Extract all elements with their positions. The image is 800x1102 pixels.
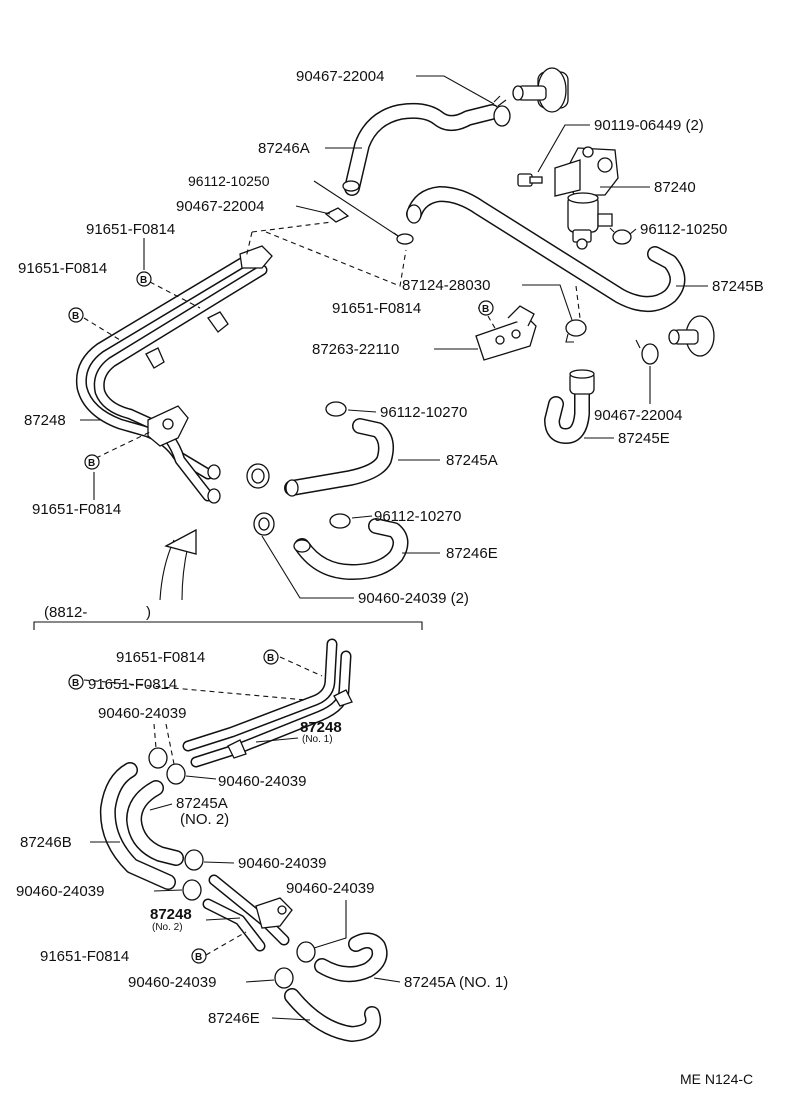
bolt-b-7 bbox=[191, 948, 207, 964]
label-87245E: 87245E bbox=[618, 430, 670, 447]
label-87246B: 87246B bbox=[20, 834, 72, 851]
clamp-90467-top bbox=[493, 95, 511, 127]
hose-87246E-upper bbox=[293, 518, 409, 580]
clamp-87124 bbox=[565, 319, 587, 343]
pipe-87248 bbox=[75, 245, 273, 504]
label-96112-10250-b: 96112-10250 bbox=[640, 221, 727, 238]
label-90460-f: 90460-24039 bbox=[128, 974, 216, 991]
label-87245A: 87245A bbox=[446, 452, 498, 469]
clamp-90460-lower-c bbox=[184, 849, 204, 871]
bolt-letter-4: B bbox=[88, 458, 95, 469]
clamp-96112-10250-right bbox=[609, 227, 632, 245]
bolt-letter-5: B bbox=[267, 653, 274, 664]
label-96112-10270-b: 96112-10270 bbox=[374, 508, 461, 525]
label-90467-mid: 90467-22004 bbox=[176, 198, 264, 215]
label-87245B: 87245B bbox=[712, 278, 764, 295]
air-valve-top bbox=[512, 67, 569, 113]
label-87248: 87248 bbox=[24, 412, 66, 429]
label-91651-a: 91651-F0814 bbox=[86, 221, 175, 238]
label-87248-no2: 87248 bbox=[150, 906, 192, 923]
bolt-90119 bbox=[517, 173, 543, 187]
clamp-90460-lower-d bbox=[182, 879, 202, 901]
clamp-90460-lower-a bbox=[148, 747, 168, 769]
pipe-87248-no2 bbox=[202, 874, 293, 952]
label-87246E: 87246E bbox=[446, 545, 498, 562]
diagram-code: ME N124-C bbox=[680, 1071, 753, 1087]
valve-87240 bbox=[554, 146, 619, 250]
hose-87245E-upper bbox=[544, 369, 595, 444]
label-87246A: 87246A bbox=[258, 140, 310, 157]
dashed-leaders-lower bbox=[83, 656, 323, 956]
leader-lines-upper bbox=[80, 75, 708, 599]
curved-arrow bbox=[159, 528, 197, 601]
hose-87245B bbox=[406, 186, 686, 312]
label-no1: (No. 1) bbox=[302, 734, 333, 745]
bolt-letter-2: B bbox=[72, 311, 79, 322]
hose-87245A-no2 bbox=[126, 780, 184, 866]
label-8812: (8812- bbox=[44, 604, 87, 621]
label-96112-10270-a: 96112-10270 bbox=[380, 404, 467, 421]
bolt-b-3 bbox=[478, 300, 494, 316]
section-bracket bbox=[33, 621, 423, 630]
bolt-b-2 bbox=[68, 307, 84, 323]
label-8812-close: ) bbox=[146, 604, 151, 621]
hose-87246A bbox=[342, 102, 500, 196]
air-valve-lower bbox=[635, 315, 715, 365]
clamp-90460-upper-a bbox=[246, 463, 270, 489]
label-90460-2: 90460-24039 (2) bbox=[358, 590, 469, 607]
clamp-96112-10270-a bbox=[325, 401, 347, 417]
dashed-leaders-upper bbox=[83, 221, 581, 459]
clamp-90460-lower-b bbox=[166, 763, 186, 785]
label-90467-top: 90467-22004 bbox=[296, 68, 384, 85]
label-91651-c: 91651-F0814 bbox=[332, 300, 421, 317]
hose-87245A bbox=[284, 418, 394, 497]
label-91651-f: 91651-F0814 bbox=[88, 676, 177, 693]
pipe-87248-no1 bbox=[182, 638, 353, 768]
bolt-b-1 bbox=[136, 271, 152, 287]
label-87263: 87263-22110 bbox=[312, 341, 399, 358]
bolt-b-5 bbox=[263, 649, 279, 665]
label-90460-b: 90460-24039 bbox=[218, 773, 306, 790]
clamp-96112-10270-b bbox=[329, 513, 351, 529]
label-87248-no1: 87248 bbox=[300, 719, 342, 736]
leader-lines-lower bbox=[90, 737, 401, 1021]
label-90460-d: 90460-24039 bbox=[286, 880, 374, 897]
label-90119: 90119-06449 (2) bbox=[594, 117, 704, 134]
label-91651-g: 91651-F0814 bbox=[40, 948, 129, 965]
label-87245A-no1: 87245A (NO. 1) bbox=[404, 974, 508, 991]
label-96112-10250-a: 96112-10250 bbox=[188, 173, 270, 189]
bolt-letter-6: B bbox=[72, 678, 79, 689]
label-87246E-b: 87246E bbox=[208, 1010, 260, 1027]
label-90460-c: 90460-24039 bbox=[238, 855, 326, 872]
bracket-87263 bbox=[475, 305, 537, 361]
hose-87246B bbox=[99, 762, 176, 890]
label-91651-b: 91651-F0814 bbox=[18, 260, 107, 277]
label-90460-a: 90460-24039 bbox=[98, 705, 186, 722]
bolt-letter-3: B bbox=[482, 304, 489, 315]
label-91651-d: 91651-F0814 bbox=[32, 501, 121, 518]
label-no2-small: (No. 2) bbox=[152, 922, 183, 933]
bolt-letter-1: B bbox=[140, 275, 147, 286]
label-91651-e: 91651-F0814 bbox=[116, 649, 205, 666]
bolt-letter-7: B bbox=[195, 952, 202, 963]
clamp-90460-lower-e bbox=[296, 941, 316, 963]
hose-87245A-no1 bbox=[314, 932, 388, 983]
label-87245A-no2: 87245A bbox=[176, 795, 228, 812]
bolt-b-6 bbox=[68, 674, 84, 690]
clip-90467-mid bbox=[324, 207, 350, 223]
clamp-90460-lower-f bbox=[274, 967, 294, 989]
label-87240: 87240 bbox=[654, 179, 696, 196]
hose-87246E-lower bbox=[284, 988, 381, 1042]
label-90467-low: 90467-22004 bbox=[594, 407, 682, 424]
clamp-90460-upper-b bbox=[253, 512, 275, 536]
label-90460-e: 90460-24039 bbox=[16, 883, 104, 900]
label-no2-paren: (NO. 2) bbox=[180, 811, 229, 828]
label-87124: 87124-28030 bbox=[402, 277, 490, 294]
bolt-b-4 bbox=[84, 454, 100, 470]
